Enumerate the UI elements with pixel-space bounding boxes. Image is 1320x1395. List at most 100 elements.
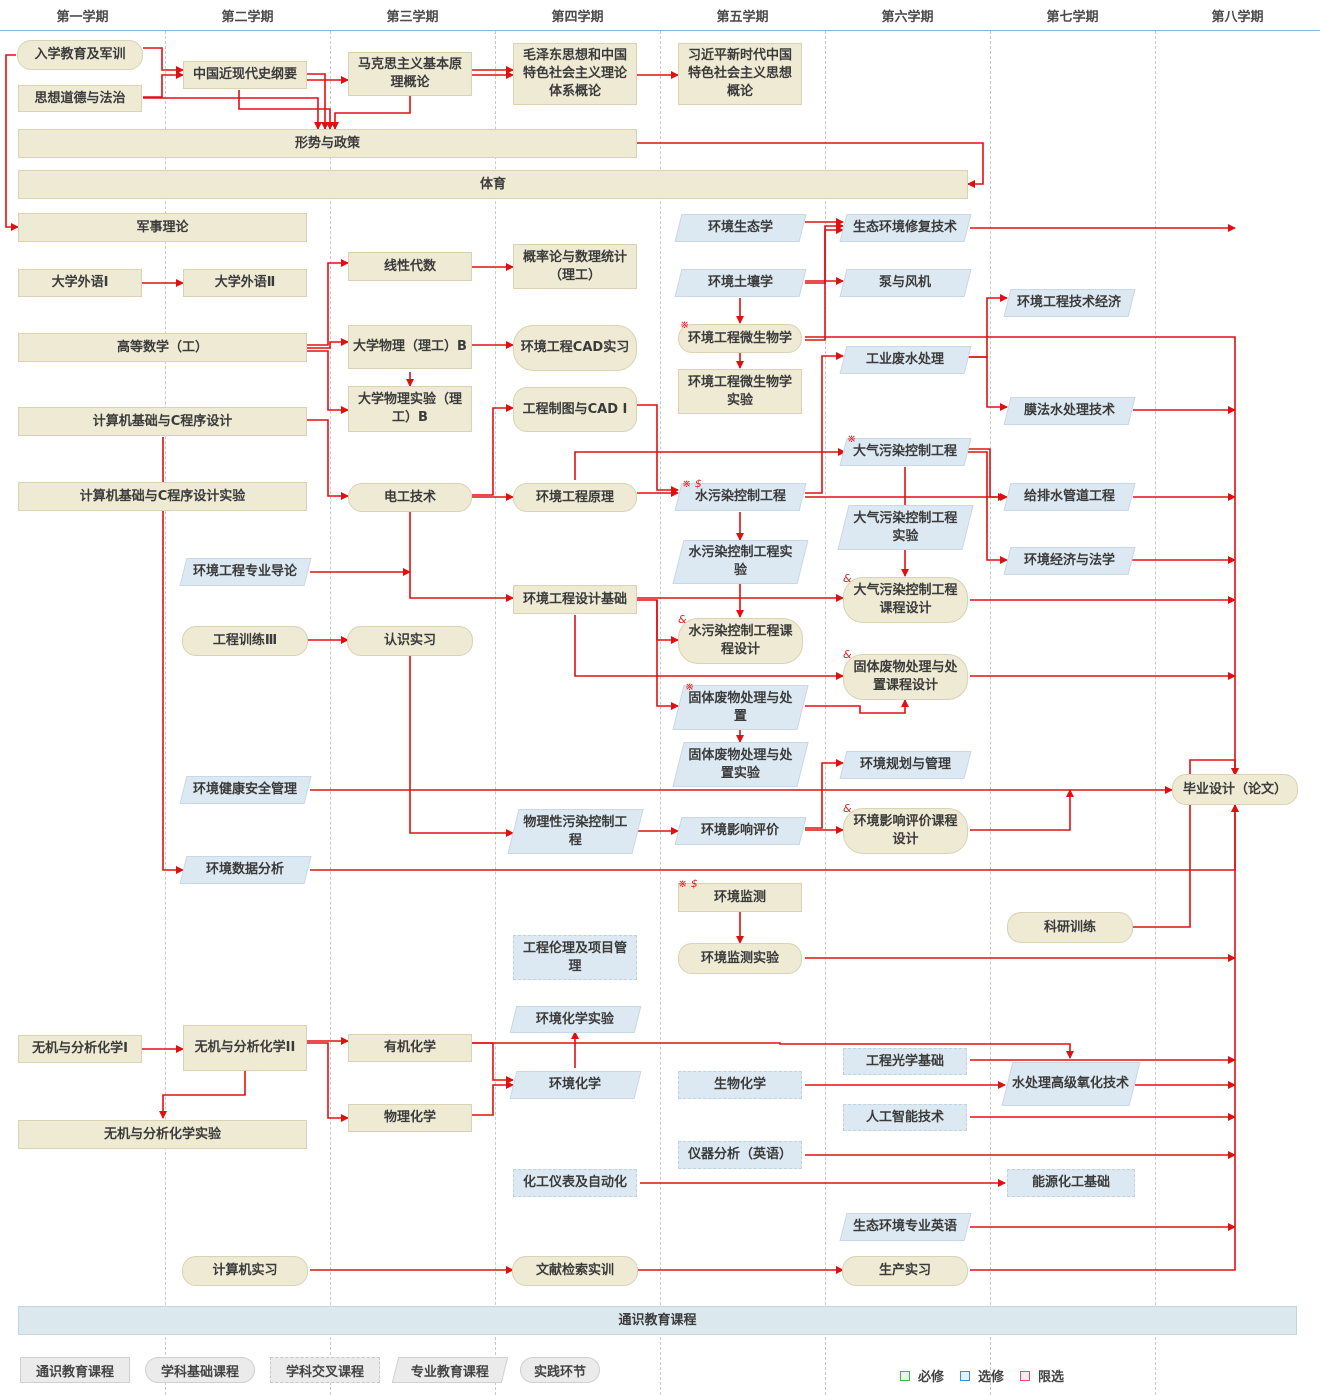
course-hjjc[interactable]: 环境监测 [678,883,802,912]
course-hjhxsy[interactable]: 环境化学实验 [509,1006,642,1033]
course-styy[interactable]: 生态环境专业英语 [839,1213,972,1241]
course-gll[interactable]: 概率论与数理统计（理工） [513,244,637,289]
mark-gfkc: & [843,648,852,661]
course-kyxl[interactable]: 科研训练 [1007,912,1133,943]
column-divider [495,31,496,1395]
course-zydl[interactable]: 环境工程专业导论 [179,558,312,586]
course-jcsy[interactable]: 环境监测实验 [678,943,802,974]
column-divider [330,31,331,1395]
course-jsjsx[interactable]: 计算机实习 [182,1256,308,1286]
course-jjfx[interactable]: 环境经济与法学 [1003,547,1136,575]
course-gps[interactable]: 给排水管道工程 [1003,483,1136,511]
course-wjfx1[interactable]: 无机与分析化学Ⅰ [18,1035,142,1063]
course-wswsy[interactable]: 环境工程微生物学实验 [678,369,802,414]
course-wjsy[interactable]: 无机与分析化学实验 [18,1120,307,1149]
course-tsjy[interactable]: 通识教育课程 [18,1306,1297,1335]
course-xjp[interactable]: 习近平新时代中国特色社会主义思想概论 [678,43,802,105]
column-divider [990,31,991,1395]
course-wlsy[interactable]: 大学物理实验（理工）B [348,386,472,432]
course-yjhx[interactable]: 有机化学 [348,1034,472,1062]
course-gcxl3[interactable]: 工程训练Ⅲ [182,626,308,656]
course-stxf[interactable]: 生态环境修复技术 [839,214,972,242]
course-hjhx[interactable]: 环境化学 [509,1071,642,1099]
course-cadsx[interactable]: 环境工程CAD实习 [513,325,637,371]
legend-type-foundation: 学科基础课程 [145,1357,255,1383]
course-dxwl[interactable]: 大学物理（理工）B [348,325,472,369]
course-hpkc[interactable]: 环境影响评价课程设计 [843,808,968,854]
course-wlxwr[interactable]: 物理性污染控制工程 [507,809,644,854]
course-xxds[interactable]: 线性代数 [348,252,472,281]
required-swatch-icon [900,1370,910,1381]
course-hgyb[interactable]: 化工仪表及自动化 [513,1169,637,1197]
semester-3-header: 第三学期 [386,9,439,25]
course-hjpj[interactable]: 环境影响评价 [674,817,807,845]
course-rgzn[interactable]: 人工智能技术 [843,1104,967,1131]
course-ty[interactable]: 体育 [18,170,968,199]
course-hjst[interactable]: 环境生态学 [674,214,807,242]
course-yqfx[interactable]: 仪器分析（英语） [678,1141,802,1169]
column-divider [825,31,826,1395]
course-hjgh[interactable]: 环境规划与管理 [839,751,972,779]
semester-6-header: 第六学期 [881,9,934,25]
course-hjyl[interactable]: 环境工程原理 [513,483,637,512]
course-wjfx2[interactable]: 无机与分析化学II [183,1025,307,1071]
header-divider [0,30,1320,31]
course-hjsjjc[interactable]: 环境工程设计基础 [513,585,637,614]
course-gclq[interactable]: 工程伦理及项目管理 [513,935,637,980]
mark-dqkz: ※ [847,432,857,445]
course-hjjk[interactable]: 环境健康安全管理 [179,776,312,804]
course-jsjsy[interactable]: 计算机基础与C程序设计实验 [18,482,307,511]
course-hjtr[interactable]: 环境土壤学 [674,269,807,297]
course-jsj[interactable]: 计算机基础与C程序设计 [18,407,307,436]
semester-8-header: 第八学期 [1211,9,1264,25]
column-divider [660,31,661,1395]
legend-type-cross: 学科交叉课程 [270,1357,380,1383]
course-dqsy[interactable]: 大气污染控制工程实验 [837,505,974,550]
course-hjjj[interactable]: 环境工程技术经济 [1003,289,1136,317]
course-dqkc[interactable]: 大气污染控制工程课程设计 [843,577,968,623]
course-gyfs[interactable]: 工业废水处理 [839,346,972,374]
semester-2-header: 第二学期 [221,9,274,25]
legend-limited: 限选 [1020,1366,1064,1385]
course-nyhg[interactable]: 能源化工基础 [1007,1169,1135,1197]
course-mkss[interactable]: 马克思主义基本原理概论 [348,52,472,96]
course-wswx[interactable]: 环境工程微生物学 [678,324,802,353]
course-wlhx[interactable]: 物理化学 [348,1104,472,1132]
semester-5-header: 第五学期 [716,9,769,25]
course-gfkc[interactable]: 固体废物处理与处置课程设计 [843,654,968,700]
mark-wswx: ※ [680,318,690,331]
course-wxjs[interactable]: 文献检索实训 [512,1256,638,1286]
course-sxdd[interactable]: 思想道德与法治 [18,85,142,112]
course-wy2[interactable]: 大学外语Ⅱ [183,269,307,297]
course-jsll[interactable]: 军事理论 [18,213,307,242]
course-hjsj[interactable]: 环境数据分析 [179,856,312,884]
column-divider [1155,31,1156,1395]
course-bfj[interactable]: 泵与风机 [839,269,972,297]
course-gfsy[interactable]: 固体废物处理与处置实验 [672,742,809,787]
course-dgjs[interactable]: 电工技术 [348,483,472,512]
course-rxjy[interactable]: 入学教育及军训 [17,40,143,70]
course-gdsx[interactable]: 高等数学（工） [18,333,307,362]
course-gcgx[interactable]: 工程光学基础 [843,1048,967,1075]
course-scsx[interactable]: 生产实习 [842,1256,968,1286]
course-swhx[interactable]: 生物化学 [678,1071,802,1099]
course-rssx[interactable]: 认识实习 [347,626,473,656]
course-gjyh[interactable]: 水处理高级氧化技术 [1001,1062,1141,1106]
course-mzd[interactable]: 毛泽东思想和中国特色社会主义理论体系概论 [513,43,637,105]
course-gczt[interactable]: 工程制图与CAD Ⅰ [513,387,637,432]
course-bysj[interactable]: 毕业设计（论文） [1172,774,1298,805]
course-szkc[interactable]: 水污染控制工程课程设计 [678,618,803,664]
limited-swatch-icon [1020,1370,1030,1381]
mark-dqkc: & [843,572,852,585]
course-dqkz[interactable]: 大气污染控制工程 [839,438,972,466]
course-mfs[interactable]: 膜法水处理技术 [1003,397,1136,425]
legend-type-general: 通识教育课程 [20,1357,130,1383]
course-wy1[interactable]: 大学外语Ⅰ [18,269,142,297]
course-zgjx[interactable]: 中国近现代史纲要 [183,61,307,89]
column-divider [165,31,166,1395]
course-szsy[interactable]: 水污染控制工程实验 [672,540,809,584]
course-xszc[interactable]: 形势与政策 [18,129,637,158]
mark-szkz: ※ $ [682,477,702,490]
mark-gfcl: ※ [685,680,695,693]
